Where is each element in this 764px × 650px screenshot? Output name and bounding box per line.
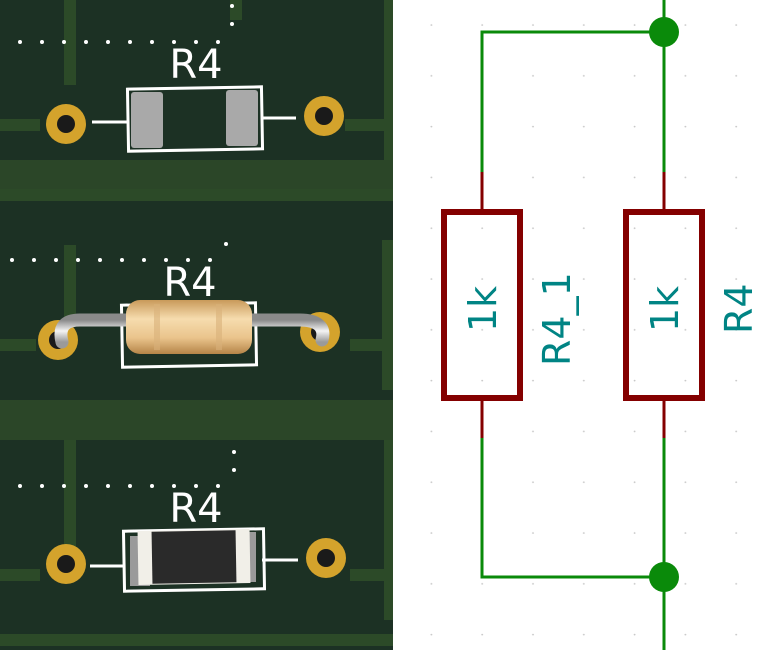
schematic-resistor-r4-1: 1k R4_1 <box>441 209 579 401</box>
drill-hole <box>57 115 75 133</box>
drill-hole <box>317 549 335 567</box>
resistor-body <box>126 300 252 354</box>
drill-hole <box>57 555 75 573</box>
resistor-symbol <box>623 209 705 401</box>
smd-pad-left <box>131 92 163 148</box>
resistor-value: 1k <box>643 286 687 332</box>
wire-bottom-branch <box>480 438 664 579</box>
wire-top-branch <box>480 30 664 172</box>
silk-outline <box>125 85 265 153</box>
pcb-resistor-smd-footprint: R4 <box>46 42 344 153</box>
drill-hole <box>315 107 333 125</box>
silkscreen-designator: R4 <box>163 260 216 306</box>
silk-outline <box>121 527 267 593</box>
silkscreen-designator: R4 <box>169 42 222 88</box>
pcb-traces <box>0 0 396 646</box>
schematic-resistor-r4: 1k R4 <box>623 209 761 401</box>
pcb-band-2 <box>0 400 393 440</box>
chip-body <box>151 530 237 584</box>
schematic-panel: 1k R4_1 1k R4 <box>393 0 764 650</box>
schematic-wires <box>480 0 666 650</box>
junction-bottom <box>649 562 679 592</box>
smd-pad-right <box>226 90 258 146</box>
pcb-resistor-tht-axial: R4 <box>38 260 340 369</box>
resistor-value: 1k <box>461 286 505 332</box>
color-band <box>154 304 160 350</box>
pin-stubs <box>480 172 666 438</box>
silkscreen-designator: R4 <box>169 486 222 532</box>
pcb-panel: R4 R4 R4 <box>0 0 396 650</box>
resistor-reference: R4 <box>717 283 761 334</box>
junction-top <box>649 17 679 47</box>
resistor-reference: R4_1 <box>535 272 579 366</box>
resistor-symbol <box>441 209 523 401</box>
pcb-via-dots <box>10 4 236 488</box>
color-band <box>216 304 222 350</box>
pcb-resistor-smd-chip: R4 <box>46 486 346 593</box>
